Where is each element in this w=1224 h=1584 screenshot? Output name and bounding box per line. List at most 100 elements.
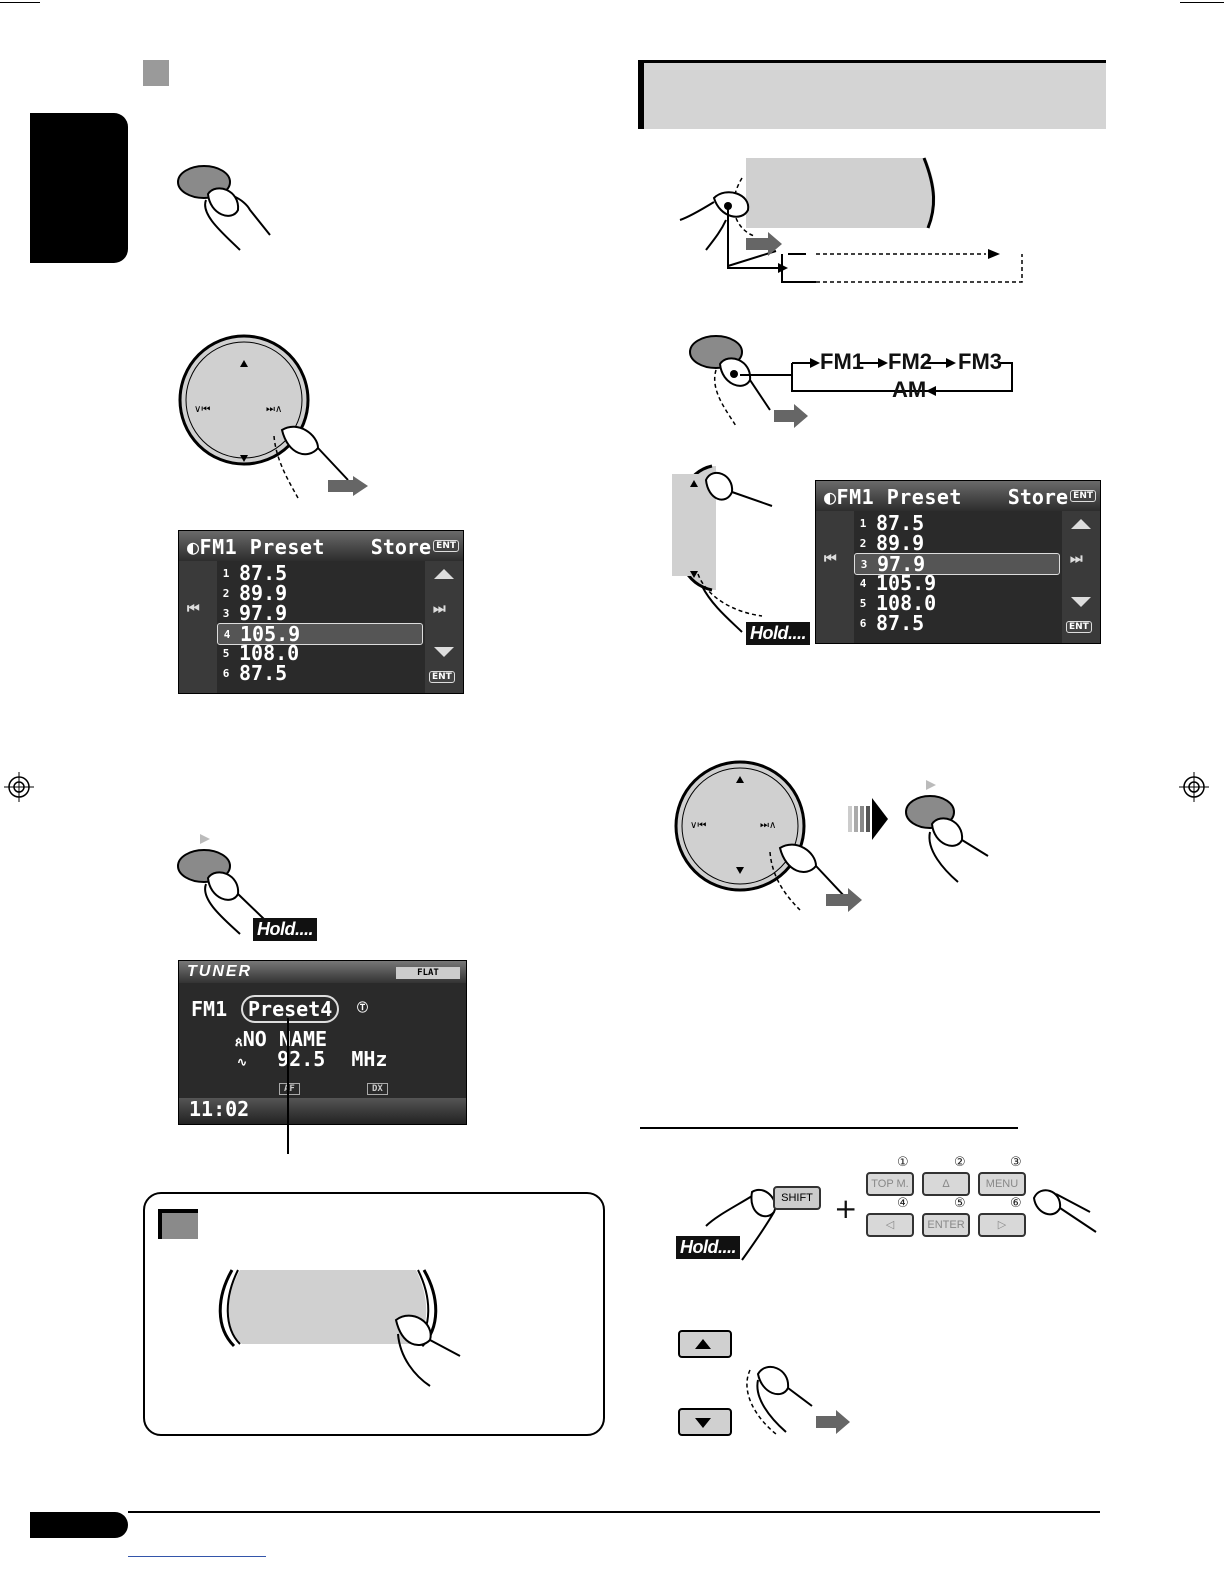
key-number: ①: [897, 1155, 909, 1170]
shift-button[interactable]: SHIFT: [773, 1186, 821, 1210]
preset-frequency: 87.5: [239, 661, 288, 685]
hold-label: Hold....: [676, 1236, 740, 1259]
screen-title: FM1 Preset: [836, 485, 962, 509]
clock: 11:02: [189, 1097, 250, 1121]
svg-text:⏭∧: ⏭∧: [760, 820, 776, 831]
up-key[interactable]: Δ: [922, 1172, 970, 1196]
dial-then-button-illustration[interactable]: ∨⏮ ⏭∧: [674, 760, 1006, 920]
enter-key[interactable]: ENTER: [922, 1213, 970, 1237]
eq-badge: FLAT: [396, 967, 460, 979]
up-arrow-icon: [1071, 519, 1091, 529]
preset-index: 6: [222, 666, 230, 680]
preset-index: 1: [222, 566, 230, 580]
right-side-panel: ⏭ ENT: [425, 561, 463, 693]
svg-text:∨⏮: ∨⏮: [194, 404, 210, 415]
left-side-panel: ⏮: [816, 511, 854, 643]
right-key[interactable]: ▷: [978, 1213, 1026, 1237]
source-button-illustration[interactable]: [676, 157, 1036, 288]
svg-text:⏭∧: ⏭∧: [266, 404, 282, 415]
down-arrow-icon: [695, 1418, 711, 1428]
band-button-illustration[interactable]: [686, 330, 816, 440]
disc-icon: ◐: [824, 485, 837, 509]
key-number: ⑥: [1010, 1196, 1022, 1211]
hold-label: Hold....: [253, 918, 317, 941]
top-m-key[interactable]: TOP M.: [866, 1172, 914, 1196]
crop-mark: [1180, 2, 1224, 3]
preset-index: 3: [860, 557, 868, 571]
hold-label: Hold....: [746, 622, 810, 645]
preset-frequency: 108.0: [876, 591, 937, 615]
remote-updown-hand: [746, 1366, 850, 1435]
preset-index: 3: [222, 606, 230, 620]
preset-frequency: 108.0: [239, 641, 300, 665]
section-square-icon: [143, 60, 169, 86]
tuner-screen: TUNER FLAT FM1 Preset4 Ⓣ ጰNO NAME ∿ 92.5…: [178, 960, 467, 1125]
preset-frequency: 87.5: [876, 511, 925, 535]
registration-mark-left: [4, 772, 34, 802]
section-divider: [640, 1127, 1018, 1129]
preset-row[interactable]: 4 105.9: [854, 571, 1058, 595]
knob-press-illustration[interactable]: [218, 1268, 470, 1388]
skip-back-icon: ⏮: [824, 551, 837, 567]
down-arrow-icon: [1071, 597, 1091, 607]
control-dial-illustration[interactable]: ∨⏮ ⏭∧: [178, 330, 378, 500]
ent-badge: ENT: [429, 671, 455, 683]
band-cycle-diagram: [740, 358, 1013, 396]
preset-frequency: 97.9: [877, 552, 926, 576]
up-arrow-icon: [695, 1339, 711, 1349]
ent-badge: ENT: [1070, 490, 1096, 502]
preset-frequency: 105.9: [876, 571, 937, 595]
skip-forward-icon: ⏭: [433, 601, 446, 617]
preset-index: 4: [859, 576, 867, 590]
skip-back-icon: ⏮: [187, 601, 200, 617]
key-number: ⑤: [954, 1196, 966, 1211]
hold-button-illustration[interactable]: [170, 830, 290, 940]
preset-index: 6: [859, 616, 867, 630]
key-number: ②: [954, 1155, 966, 1170]
svg-text:∨⏮: ∨⏮: [690, 820, 706, 831]
remote-down-button[interactable]: [678, 1408, 732, 1436]
tp-icon: Ⓣ: [357, 1001, 368, 1014]
remote-up-button[interactable]: [678, 1330, 732, 1358]
down-arrow-icon: [434, 647, 454, 657]
preset-callout-line: [287, 1018, 289, 1154]
footer-rule: [128, 1511, 1100, 1513]
footer-link-underline: [128, 1556, 266, 1557]
disc-icon: ◐: [187, 535, 200, 559]
preset-frequency: 87.5: [239, 561, 288, 585]
preset-row[interactable]: 5 108.0: [854, 591, 1058, 615]
tuner-header: TUNER: [187, 963, 253, 980]
menu-key[interactable]: MENU: [978, 1172, 1026, 1196]
preset-label: Preset4: [241, 995, 340, 1023]
registration-mark-right: [1179, 772, 1209, 802]
right-side-panel: ⏭ ENT: [1062, 511, 1100, 643]
left-key[interactable]: ◁: [866, 1213, 914, 1237]
band-fm2: FM2: [888, 349, 932, 374]
preset-frequency: 89.9: [876, 531, 925, 555]
band-button-press-illustration[interactable]: [170, 160, 280, 260]
preset-index: 5: [859, 596, 867, 610]
band-fm3: FM3: [958, 349, 1002, 374]
signal-icon: ∿: [237, 1055, 248, 1069]
up-arrow-icon: [434, 569, 454, 579]
preset-up-down-illustration[interactable]: [672, 464, 792, 636]
shift-hold-hand: [705, 1189, 777, 1261]
ent-badge: ENT: [433, 540, 459, 552]
crop-mark: [0, 2, 40, 3]
plus-sign: +: [834, 1192, 858, 1225]
preset-frequency: 87.5: [876, 611, 925, 635]
preset-frequency: 97.9: [239, 601, 288, 625]
antenna-icon: ጰ: [235, 1035, 243, 1050]
key-number: ④: [897, 1196, 909, 1211]
